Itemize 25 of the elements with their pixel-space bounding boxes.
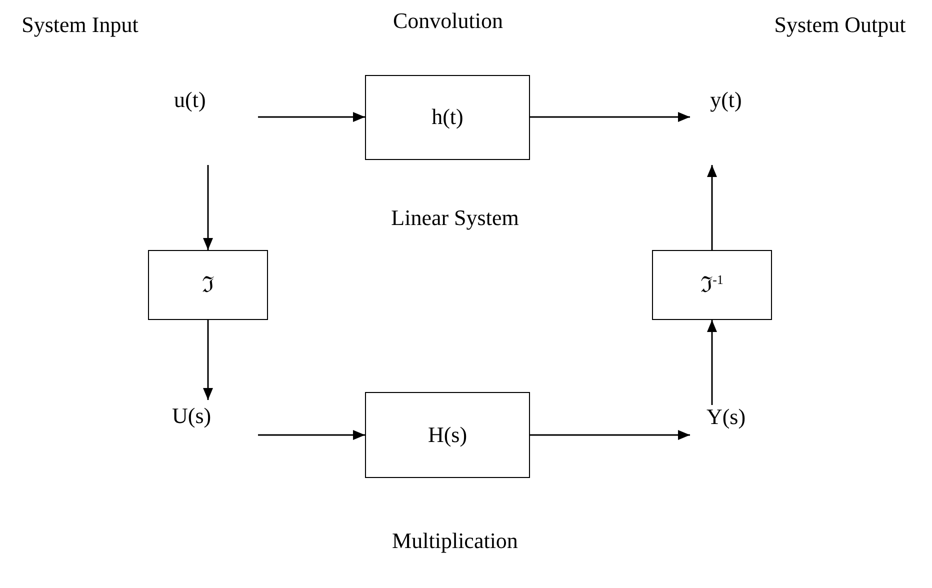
arrow xyxy=(530,112,690,122)
arrow xyxy=(203,165,213,250)
arrow xyxy=(530,430,690,440)
heading-label: System Output xyxy=(774,12,906,38)
node-label: U(s) xyxy=(172,404,212,428)
block-box xyxy=(365,392,530,478)
node-label: ℑ xyxy=(202,272,214,298)
block-box xyxy=(365,75,530,160)
node-label: ℑ$^{-1}$ xyxy=(700,272,724,298)
arrow xyxy=(258,112,365,122)
arrow xyxy=(707,165,717,250)
arrow xyxy=(707,320,717,405)
node-label: Y(s) xyxy=(706,405,746,430)
node-label: y(t) xyxy=(710,88,742,112)
arrow xyxy=(203,320,213,400)
node-label: u(t) xyxy=(174,88,206,112)
block-box xyxy=(148,250,268,320)
block-box xyxy=(652,250,772,320)
heading-label: Multiplication xyxy=(392,528,518,554)
node-label: H(s) xyxy=(428,422,468,448)
node-label: h(t) xyxy=(432,105,464,130)
heading-label: System Input xyxy=(22,12,138,38)
block-caption: Linear System xyxy=(391,205,519,231)
arrow xyxy=(258,430,365,440)
heading-label: Convolution xyxy=(393,8,503,34)
